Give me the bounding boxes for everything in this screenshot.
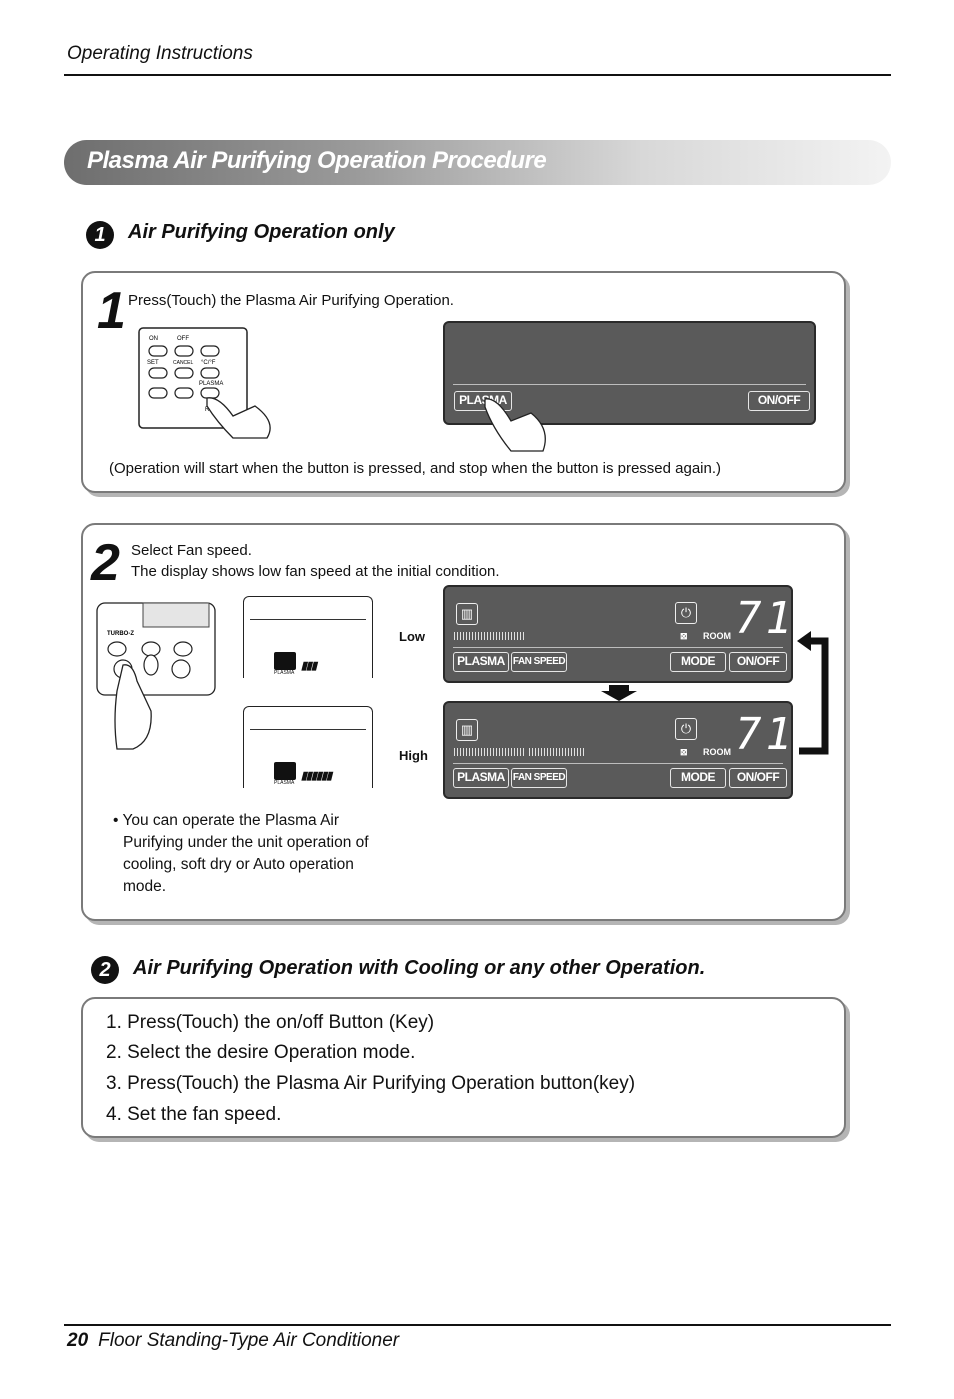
- bullet-line: cooling, soft dry or Auto operation: [123, 856, 354, 873]
- running-header: Operating Instructions: [67, 43, 253, 64]
- fan-speed-button[interactable]: FAN SPEED: [511, 768, 567, 788]
- down-arrow-icon: [601, 685, 637, 701]
- plasma-button[interactable]: PLASMA: [453, 768, 509, 788]
- fan-speed-bar-low: [454, 632, 526, 640]
- fan-speed-bar-high-1: [454, 748, 524, 756]
- lcd-divider: [250, 619, 366, 620]
- display-low-speed: ▥ ⏻ ⊠ ROOM 71 PLASMA FAN SPEED MODE ON/O…: [443, 585, 793, 683]
- section-1-title: Air Purifying Operation only: [128, 221, 395, 243]
- bullet-line: Purifying under the unit operation of: [123, 834, 369, 851]
- power-icon: ⏻: [675, 718, 697, 740]
- list-item: 1. Press(Touch) the on/off Button (Key): [106, 1012, 435, 1033]
- low-fan-bars-icon: ▮▮▮: [301, 660, 317, 672]
- lcd-plasma-label: PLASMA: [274, 670, 295, 676]
- step-1-number: 1: [97, 282, 126, 340]
- room-sensor-icon: ⊠: [680, 747, 688, 757]
- pressing-hand-icon: [114, 664, 152, 750]
- remote-turbo-label: TURBO-Z: [107, 631, 134, 637]
- remote-on-label: ON: [149, 336, 158, 342]
- step-2-instruction-line1: Select Fan speed.: [131, 542, 252, 559]
- step-2-instruction-line2: The display shows low fan speed at the i…: [131, 563, 500, 580]
- plasma-indicator-icon: [274, 762, 296, 780]
- step-2-bullet: • You can operate the Plasma Air Purifyi…: [113, 810, 393, 898]
- on-off-button[interactable]: ON/OFF: [748, 391, 810, 411]
- fan-speed-button[interactable]: FAN SPEED: [511, 652, 567, 672]
- section-2-steps-panel: [81, 997, 846, 1138]
- step-2-panel: 2 Select Fan speed. The display shows lo…: [81, 523, 846, 921]
- plasma-button[interactable]: PLASMA: [453, 652, 509, 672]
- temperature-readout: 71: [735, 709, 796, 760]
- remote-control-fan-illustration: TURBO-Z: [96, 602, 216, 750]
- display-divider: [453, 647, 783, 648]
- low-speed-label: Low: [399, 629, 425, 644]
- remote-control-illustration: ON OFF SET CANCEL °C/°F PLASMA RE: [138, 327, 271, 439]
- remote-off-label: OFF: [177, 336, 189, 342]
- display-divider: [453, 384, 806, 385]
- high-speed-label: High: [399, 748, 428, 763]
- section-banner: Plasma Air Purifying Operation Procedure: [64, 140, 891, 185]
- footer: 20 Floor Standing-Type Air Conditioner: [67, 1330, 399, 1352]
- section-2-badge: 2: [91, 956, 119, 984]
- bullet-line: • You can operate the Plasma Air: [113, 812, 340, 829]
- remote-cancel-label: CANCEL: [173, 360, 194, 366]
- list-item: 2. Select the desire Operation mode.: [106, 1042, 416, 1063]
- fan-icon: ▥: [456, 603, 478, 625]
- power-icon: ⏻: [675, 602, 697, 624]
- high-fan-bars-icon: ▮▮▮▮▮▮: [301, 770, 332, 782]
- pressing-hand-icon: [206, 397, 271, 439]
- footer-title: Floor Standing-Type Air Conditioner: [98, 1330, 400, 1351]
- step-1-panel: 1 Press(Touch) the Plasma Air Purifying …: [81, 271, 846, 493]
- fan-icon: ▥: [456, 719, 478, 741]
- room-label: ROOM: [703, 747, 731, 757]
- step-1-instruction: Press(Touch) the Plasma Air Purifying Op…: [128, 292, 454, 309]
- section-2-title: Air Purifying Operation with Cooling or …: [133, 957, 706, 979]
- display-divider: [453, 763, 783, 764]
- bullet-line: mode.: [123, 878, 167, 895]
- mode-button[interactable]: MODE: [670, 652, 726, 672]
- page-number: 20: [67, 1330, 89, 1351]
- remote-temp-unit-label: °C/°F: [201, 360, 216, 366]
- remote-set-label: SET: [147, 360, 159, 366]
- on-off-button[interactable]: ON/OFF: [729, 652, 787, 672]
- section-1-badge: 1: [86, 221, 114, 249]
- mode-button[interactable]: MODE: [670, 768, 726, 788]
- cycle-arrow-icon: [797, 631, 829, 755]
- header-rule: [64, 74, 891, 76]
- control-display-panel: PLASMA ON/OFF: [443, 321, 816, 425]
- on-off-button[interactable]: ON/OFF: [729, 768, 787, 788]
- footer-rule: [64, 1324, 891, 1326]
- plasma-indicator-icon: [274, 652, 296, 670]
- temperature-readout: 71: [735, 593, 796, 644]
- remote-plasma-label: PLASMA: [199, 381, 223, 387]
- lcd-divider: [250, 729, 366, 730]
- step-1-note: (Operation will start when the button is…: [109, 460, 722, 477]
- room-sensor-icon: ⊠: [680, 631, 688, 641]
- banner-title: Plasma Air Purifying Operation Procedure: [87, 147, 547, 174]
- step-2-number: 2: [91, 534, 120, 592]
- list-item: 3. Press(Touch) the Plasma Air Purifying…: [106, 1073, 636, 1094]
- fan-speed-bar-high-2: [529, 748, 585, 756]
- remote-lcd-low: PLASMA ▮▮▮: [243, 596, 373, 678]
- list-item: 4. Set the fan speed.: [106, 1104, 282, 1125]
- room-label: ROOM: [703, 631, 731, 641]
- lcd-plasma-label: PLASMA: [274, 780, 295, 786]
- pressing-hand-icon: [484, 398, 546, 452]
- display-high-speed: ▥ ⏻ ⊠ ROOM 71 PLASMA FAN SPEED MODE ON/O…: [443, 701, 793, 799]
- remote-lcd-high: PLASMA ▮▮▮▮▮▮: [243, 706, 373, 788]
